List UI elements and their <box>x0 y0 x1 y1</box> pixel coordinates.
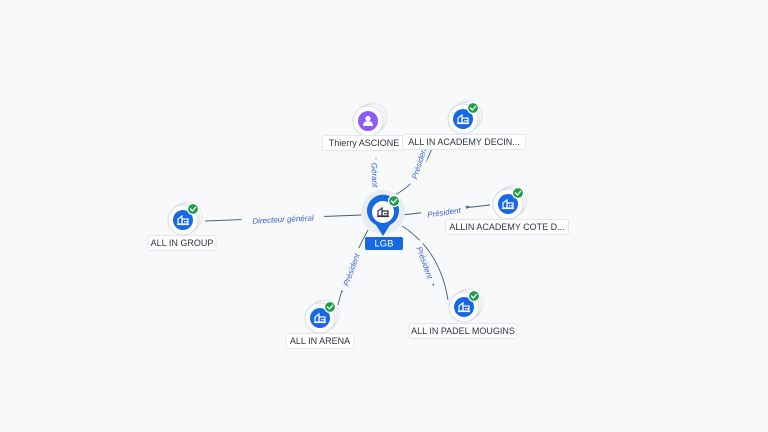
edge-label: Président <box>410 145 429 181</box>
node-label-box <box>147 235 217 251</box>
node-label-box <box>285 333 355 349</box>
verified-check-icon <box>387 194 401 208</box>
center-label: LGB <box>374 239 393 250</box>
node-label-box <box>402 134 526 150</box>
center-node[interactable]: LGB <box>361 190 405 250</box>
node-label-box <box>445 219 569 235</box>
building-icon <box>177 214 189 226</box>
edge-label: Président <box>342 252 362 288</box>
edge-group: Directeur général <box>204 212 363 228</box>
node-academy-cote[interactable]: ALLIN ACADEMY COTE D... <box>445 185 569 235</box>
verified-check-icon <box>467 289 481 303</box>
edge-padel_mougins: Président <box>401 225 449 301</box>
edge-label: Directeur général <box>252 213 314 225</box>
building-icon <box>377 206 389 218</box>
node-label: ALL IN PADEL MOUGINS <box>411 326 515 336</box>
node-label: ALL IN ARENA <box>290 336 350 346</box>
node-arena[interactable]: ALL IN ARENA <box>285 299 355 349</box>
verified-check-icon <box>323 300 337 314</box>
verified-check-icon <box>186 202 200 216</box>
nodes-layer: Thierry ASCIONE ALL IN ACADEMY DECIN... AL… <box>147 100 569 349</box>
building-icon <box>458 301 470 313</box>
person-icon <box>363 115 373 126</box>
node-label: Thierry ASCIONE <box>329 138 400 148</box>
node-thierry[interactable]: Thierry ASCIONE <box>322 102 406 151</box>
verified-check-icon <box>511 186 525 200</box>
edge-academy_cote: Président <box>401 204 491 222</box>
node-label-box <box>408 323 518 339</box>
edge-line <box>401 225 449 301</box>
node-padel-mougins[interactable]: ALL IN PADEL MOUGINS <box>408 288 518 339</box>
edge-arena: Président <box>337 229 369 306</box>
edge-label: Président <box>414 245 434 281</box>
node-label: ALL IN GROUP <box>151 238 214 248</box>
edge-thierry: Gérant <box>367 157 381 194</box>
building-icon <box>457 113 469 125</box>
building-icon <box>314 312 326 324</box>
node-label: ALL IN ACADEMY DECIN... <box>408 137 520 147</box>
building-icon <box>502 198 514 210</box>
verified-check-icon <box>466 101 480 115</box>
edge-label: Gérant <box>369 163 379 189</box>
center-label-box <box>365 237 403 250</box>
node-academy-decines[interactable]: ALL IN ACADEMY DECIN... <box>402 100 526 150</box>
node-label: ALLIN ACADEMY COTE D... <box>449 222 564 232</box>
arrow-icon <box>465 205 471 210</box>
node-group[interactable]: ALL IN GROUP <box>147 201 217 251</box>
